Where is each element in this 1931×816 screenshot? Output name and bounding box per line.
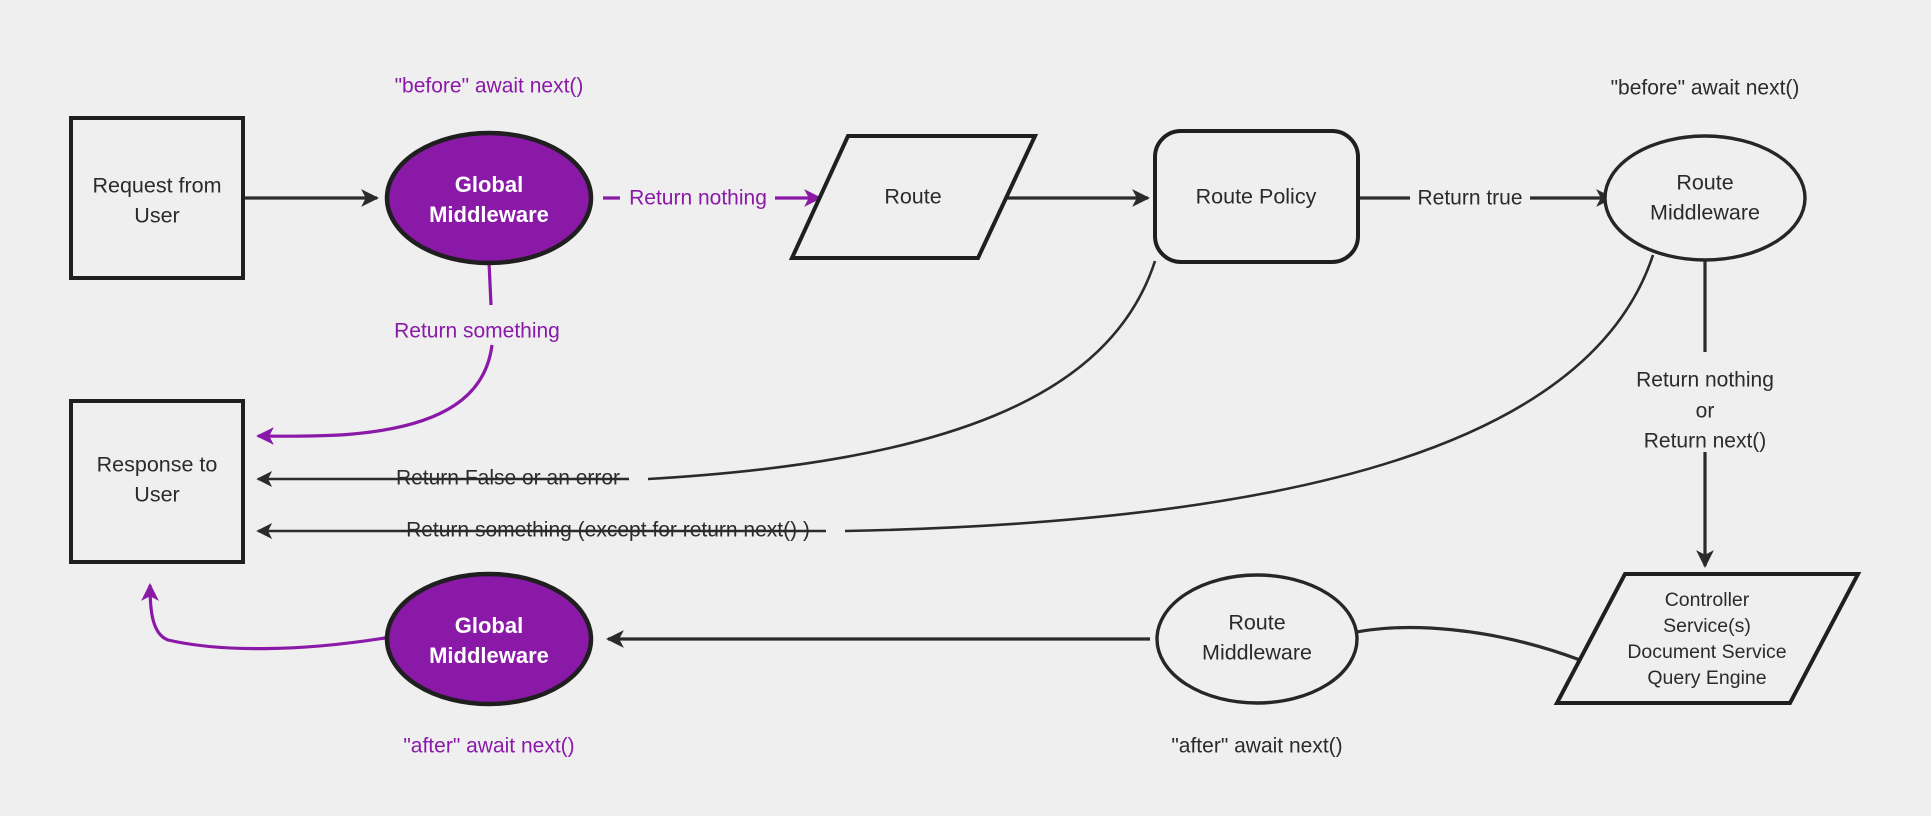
route-middleware-top-ellipse — [1603, 134, 1807, 262]
node-request-from-user[interactable]: Request from User — [69, 116, 245, 280]
global-middleware-top-label-line2: Middleware — [429, 202, 549, 227]
node-response-to-user[interactable]: Response to User — [69, 399, 245, 564]
route-parallelogram — [788, 134, 1039, 260]
node-route[interactable]: Route — [788, 134, 1039, 260]
edge-global-return-something-stub — [487, 261, 493, 306]
response-to-user-label-line1: Response to — [97, 453, 218, 477]
edge-label-return-false-or-error: Return False or an error — [396, 467, 620, 490]
edge-label-return-something-except-next: Return something (except for return next… — [406, 519, 810, 542]
route-middleware-bottom-ellipse — [1155, 573, 1359, 705]
edge-label-return-nothing-or-next-line3: Return next() — [1644, 430, 1767, 453]
annotation-after-await-next-route: "after" await next() — [1171, 735, 1342, 758]
edge-label-return-nothing-or-next-line1: Return nothing — [1636, 369, 1774, 392]
controller-services-label-line4: Query Engine — [1647, 667, 1766, 689]
edge-label-return-nothing: Return nothing — [629, 187, 767, 210]
edge-controller-to-route-middleware-bottom — [1326, 625, 1581, 662]
controller-services-label-line3: Document Service — [1627, 641, 1786, 663]
edge-policy-return-false-curve — [647, 260, 1157, 481]
controller-services-label-line1: Controller — [1665, 589, 1750, 611]
route-middleware-bottom-label-line1: Route — [1228, 611, 1285, 635]
response-to-user-box — [69, 399, 245, 564]
edge-global-bottom-to-response — [141, 583, 392, 651]
node-global-middleware-bottom[interactable]: Global Middleware — [384, 571, 594, 707]
controller-services-label-line2: Service(s) — [1663, 615, 1751, 637]
global-middleware-bottom-ellipse — [384, 571, 594, 707]
route-label: Route — [884, 185, 941, 209]
edge-label-return-something: Return something — [394, 320, 560, 343]
edge-routemw-return-something-curve — [844, 254, 1655, 533]
route-policy-box — [1153, 129, 1360, 264]
annotation-after-await-next-global: "after" await next() — [403, 735, 574, 758]
node-route-middleware-top[interactable]: Route Middleware — [1603, 134, 1807, 262]
node-controller-services[interactable]: Controller Service(s) Document Service Q… — [1553, 572, 1862, 705]
route-policy-label: Route Policy — [1196, 185, 1317, 209]
edge-label-return-true: Return true — [1417, 187, 1522, 210]
global-middleware-top-ellipse — [384, 130, 594, 266]
request-from-user-box — [69, 116, 245, 280]
node-route-middleware-bottom[interactable]: Route Middleware — [1155, 573, 1359, 705]
route-middleware-bottom-label-line2: Middleware — [1202, 641, 1312, 665]
request-from-user-label-line1: Request from — [92, 174, 221, 198]
request-from-user-label-line2: User — [134, 204, 179, 228]
route-middleware-top-label-line2: Middleware — [1650, 201, 1760, 225]
global-middleware-top-label-line1: Global — [455, 172, 523, 197]
node-route-policy[interactable]: Route Policy — [1153, 129, 1360, 264]
edge-global-return-something-to-response — [256, 344, 494, 445]
annotation-before-await-next-route: "before" await next() — [1611, 77, 1800, 100]
route-middleware-top-label-line1: Route — [1676, 171, 1733, 195]
global-middleware-bottom-label-line2: Middleware — [429, 643, 549, 668]
annotation-before-await-next-global: "before" await next() — [395, 75, 584, 98]
controller-services-parallelogram — [1553, 572, 1862, 705]
edge-label-return-nothing-or-next-line2: or — [1696, 400, 1715, 423]
global-middleware-bottom-label-line1: Global — [455, 613, 523, 638]
response-to-user-label-line2: User — [134, 483, 179, 507]
node-global-middleware-top[interactable]: Global Middleware — [384, 130, 594, 266]
